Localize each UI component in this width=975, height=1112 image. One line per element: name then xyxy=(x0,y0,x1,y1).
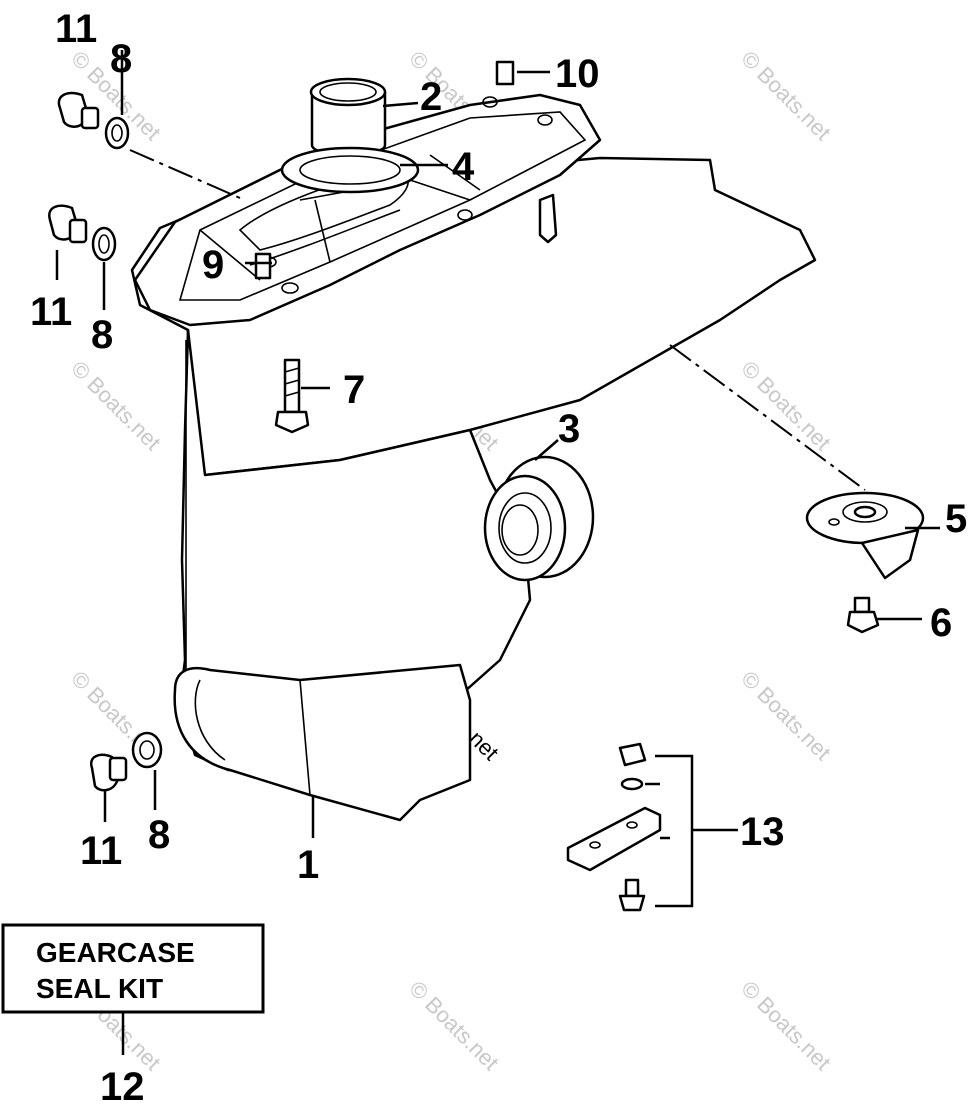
watermark: © Boats.net xyxy=(736,46,835,145)
callout-11-mid: 11 xyxy=(30,290,72,334)
callout-11-bottom: 11 xyxy=(80,829,122,873)
plug-part-11-mid xyxy=(48,204,88,244)
callout-1: 1 xyxy=(297,843,319,887)
washer-part-8-mid xyxy=(91,226,117,262)
callout-numbers: 11 8 2 10 4 9 11 8 7 3 5 6 8 11 1 13 12 xyxy=(30,7,967,1109)
leader-lines xyxy=(55,50,940,1055)
watermark: © Boats.net xyxy=(736,666,835,765)
kit-box-line2: SEAL KIT xyxy=(36,973,163,1004)
watermark: © Boats.net xyxy=(736,976,835,1075)
callout-2: 2 xyxy=(420,75,442,119)
bearing-part-3 xyxy=(483,455,595,582)
callout-8-top: 8 xyxy=(110,37,132,81)
gearcase-housing xyxy=(130,60,817,822)
trim-tab-part-5 xyxy=(805,491,925,580)
plug-part-11-top xyxy=(57,91,100,130)
watermark: © Boats.net xyxy=(404,976,503,1075)
callout-11-top: 11 xyxy=(55,7,97,51)
callout-7: 7 xyxy=(343,368,365,412)
watermark: © Boats.net xyxy=(66,356,165,455)
callout-9: 9 xyxy=(202,243,224,287)
callout-8-mid: 8 xyxy=(91,313,113,357)
bearing-part-2 xyxy=(309,77,387,163)
callout-3: 3 xyxy=(558,407,580,451)
bolt-part-7 xyxy=(274,358,310,434)
callout-10: 10 xyxy=(555,52,600,96)
callout-12: 12 xyxy=(100,1065,145,1109)
screw-part-6 xyxy=(846,596,880,634)
gearcase-seal-kit-box: GEARCASE SEAL KIT xyxy=(1,923,265,1014)
callout-4: 4 xyxy=(452,145,475,189)
washer-part-8-top xyxy=(104,116,130,150)
callout-6: 6 xyxy=(930,601,952,645)
callout-13: 13 xyxy=(740,810,785,854)
plug-part-11-bottom xyxy=(89,753,128,792)
kit-box-line1: GEARCASE xyxy=(36,937,195,968)
hardware-part-13 xyxy=(566,742,662,912)
callout-5: 5 xyxy=(945,497,967,541)
callout-8-bottom: 8 xyxy=(148,813,170,857)
washer-part-8-bottom xyxy=(131,731,163,769)
seal-part-4 xyxy=(280,146,420,194)
